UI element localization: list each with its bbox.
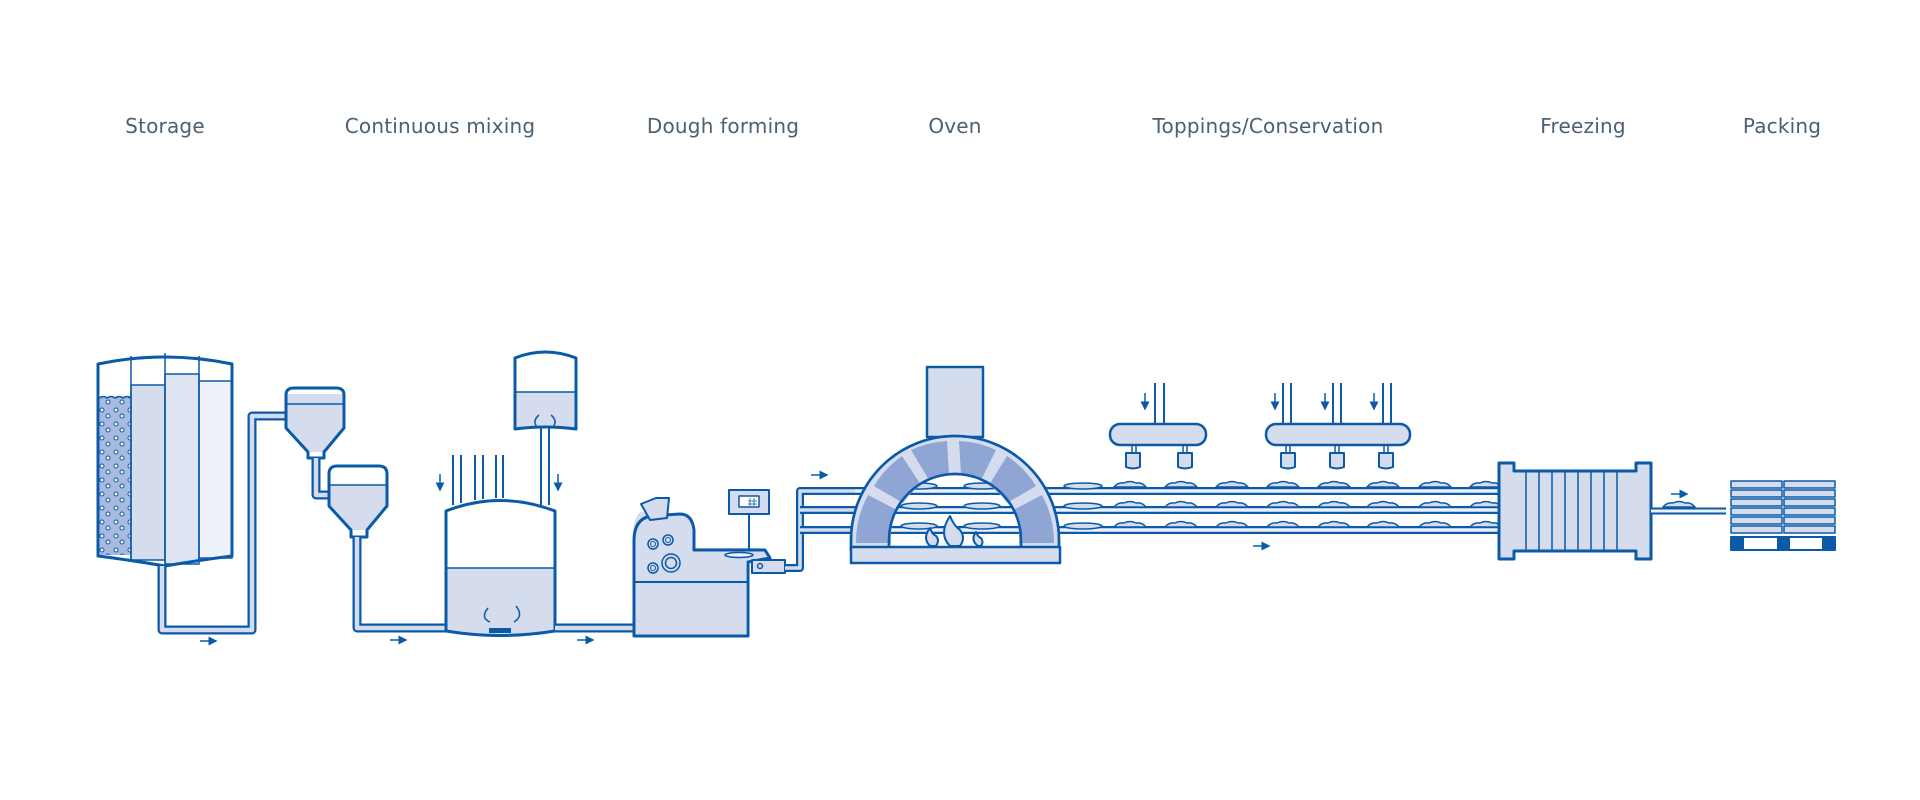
pipe-silo-to-hopper (157, 411, 288, 635)
dough-forming-machine (632, 489, 786, 638)
pizza-oven (849, 365, 1062, 565)
toppings-dispenser-1 (1108, 383, 1208, 470)
frozen-pizza (1662, 500, 1696, 508)
hopper-1 (284, 386, 346, 460)
grain-compartment (99, 396, 131, 555)
compartment-4 (198, 380, 233, 559)
water-tank (513, 350, 578, 505)
compartment-2 (130, 384, 166, 561)
hopper-2 (327, 464, 389, 539)
toppings-dispenser-2 (1264, 383, 1412, 470)
stage-label-packing: Packing (1742, 114, 1822, 138)
stage-label-continuous-mixing: Continuous mixing (344, 114, 536, 138)
mixer-tank (444, 455, 557, 637)
compartment-3 (164, 373, 200, 565)
stage-label-oven: Oven (928, 114, 982, 138)
flame-icon (925, 515, 984, 547)
oven-base (849, 545, 1062, 565)
stage-label-dough-forming: Dough forming (646, 114, 800, 138)
stage-label-storage: Storage (125, 114, 205, 138)
packing-pallet (1730, 480, 1836, 551)
storage-silo (96, 353, 234, 568)
conveyor-belts (855, 487, 1502, 534)
stage-label-freezing: Freezing (1540, 114, 1626, 138)
spiral-freezer (1497, 461, 1653, 561)
chimney (925, 365, 985, 439)
stage-label-toppings-conservation: Toppings/Conservation (1152, 114, 1384, 138)
